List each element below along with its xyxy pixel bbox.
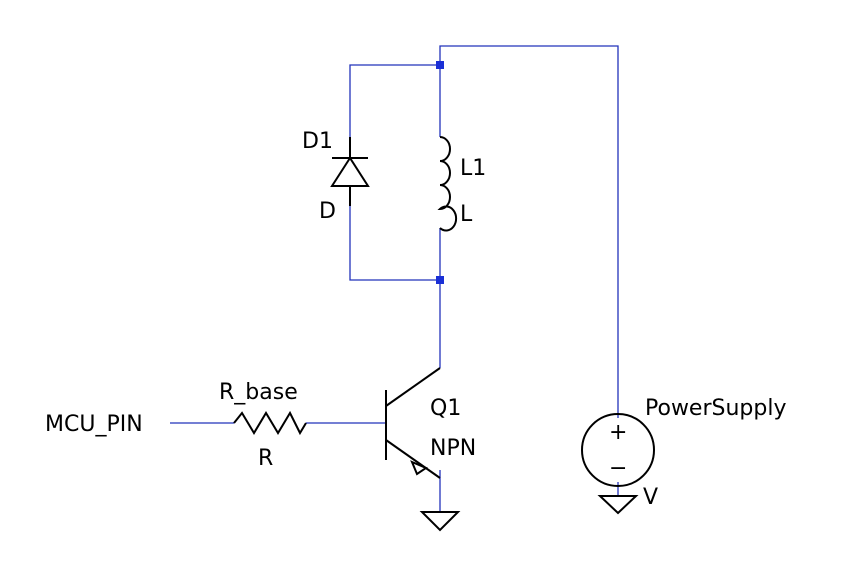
source-plus-sign: +	[609, 420, 627, 445]
inductor-ref-label: L1	[460, 156, 486, 181]
diode-d1[interactable]: D1 D	[302, 129, 370, 224]
resistor-ref-label: R_base	[219, 380, 298, 405]
inductor-value-label: L	[460, 202, 473, 227]
resistor-value-label: R	[258, 446, 273, 471]
diode-value-label: D	[319, 199, 336, 224]
transistor-value-label: NPN	[430, 436, 476, 461]
inductor-l1[interactable]: L1 L	[437, 136, 486, 232]
source-value-label: V	[643, 485, 658, 510]
net-label-mcu-pin[interactable]: MCU_PIN	[45, 412, 143, 437]
ground-icon-emitter	[419, 511, 461, 532]
wire-supply-rail	[439, 45, 619, 418]
source-ref-label: PowerSupply	[645, 396, 787, 421]
wire-top-node	[349, 64, 441, 137]
wires	[170, 45, 619, 512]
junction-dot-bottom	[436, 276, 444, 284]
emitter-arrow-icon	[410, 460, 429, 476]
source-minus-sign: −	[609, 456, 627, 481]
voltage-source-power-supply[interactable]: + − PowerSupply V	[581, 396, 787, 510]
ground-icon-source	[597, 495, 639, 515]
transistor-ref-label: Q1	[430, 396, 461, 421]
junction-dot-top	[436, 61, 444, 69]
wire-bottom-node	[349, 206, 441, 281]
resistor-r-base[interactable]: R_base R	[219, 380, 307, 471]
diode-ref-label: D1	[302, 129, 333, 154]
transistor-q1[interactable]: Q1 NPN	[385, 367, 476, 479]
